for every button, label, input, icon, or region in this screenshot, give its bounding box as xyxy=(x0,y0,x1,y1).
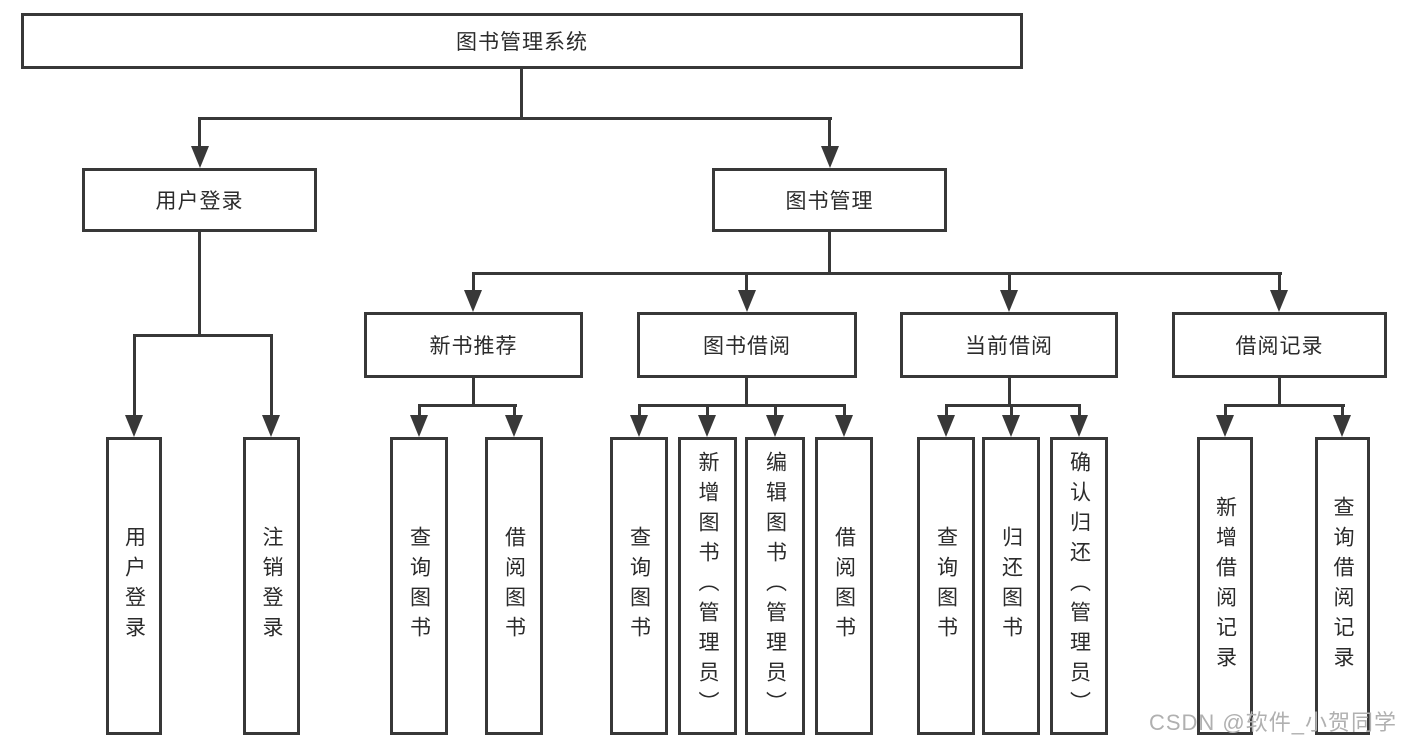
leaf-label: 借阅图书 xyxy=(832,526,856,646)
connector-line xyxy=(1008,272,1011,292)
arrow-down-icon xyxy=(1216,415,1234,437)
leaf-label: 借阅图书 xyxy=(502,526,526,646)
connector-line xyxy=(199,117,832,120)
csdn-watermark: CSDN @软件_小贺同学 xyxy=(1148,710,1397,735)
leaf-current-query-books: 查询图书 xyxy=(917,437,975,735)
arrow-down-icon xyxy=(191,146,209,168)
leaf-label: 查询图书 xyxy=(934,526,958,646)
connector-line xyxy=(1278,378,1281,406)
arrow-down-icon xyxy=(937,415,955,437)
leaf-label: 新增图书（管理员） xyxy=(696,451,719,721)
connector-line xyxy=(198,117,201,148)
arrow-down-icon xyxy=(1270,290,1288,312)
connector-line xyxy=(472,378,475,406)
leaf-borrow-query-books: 查询图书 xyxy=(610,437,668,735)
arrow-down-icon xyxy=(125,415,143,437)
connector-line xyxy=(638,404,846,407)
leaf-current-return-books: 归还图书 xyxy=(982,437,1040,735)
connector-line xyxy=(843,404,846,417)
leaf-borrow-borrow-books: 借阅图书 xyxy=(815,437,873,735)
leaf-label: 归还图书 xyxy=(999,526,1023,646)
leaf-newbook-borrow-books: 借阅图书 xyxy=(485,437,543,735)
leaf-label: 查询图书 xyxy=(407,526,431,646)
connector-line xyxy=(472,272,475,292)
connector-line xyxy=(1008,378,1011,406)
arrow-down-icon xyxy=(262,415,280,437)
arrow-down-icon xyxy=(1002,415,1020,437)
arrow-down-icon xyxy=(821,146,839,168)
arrow-down-icon xyxy=(464,290,482,312)
connector-line xyxy=(1224,404,1227,417)
connector-line xyxy=(1278,272,1281,292)
connector-line xyxy=(745,378,748,406)
connector-line xyxy=(418,404,421,417)
leaf-borrow-add-books-admin: 新增图书（管理员） xyxy=(678,437,737,735)
leaf-borrow-edit-books-admin: 编辑图书（管理员） xyxy=(745,437,805,735)
arrow-down-icon xyxy=(698,415,716,437)
arrow-down-icon xyxy=(1333,415,1351,437)
leaf-logout: 注销登录 xyxy=(243,437,300,735)
arrow-down-icon xyxy=(1070,415,1088,437)
connector-line xyxy=(1341,404,1344,417)
connector-line xyxy=(945,404,948,417)
connector-line xyxy=(945,404,1081,407)
arrow-down-icon xyxy=(505,415,523,437)
leaf-user-login: 用户登录 xyxy=(106,437,162,735)
leaf-current-confirm-return-admin: 确认归还（管理员） xyxy=(1050,437,1108,735)
node-current-borrow: 当前借阅 xyxy=(900,312,1118,378)
connector-line xyxy=(745,272,748,292)
connector-line xyxy=(1224,404,1345,407)
connector-line xyxy=(1010,404,1013,417)
connector-line xyxy=(270,334,273,417)
leaf-label: 确认归还（管理员） xyxy=(1067,451,1091,721)
leaf-label: 查询图书 xyxy=(627,526,651,646)
connector-line xyxy=(774,404,777,417)
arrow-down-icon xyxy=(410,415,428,437)
node-root: 图书管理系统 xyxy=(21,13,1023,69)
node-borrow-records: 借阅记录 xyxy=(1172,312,1387,378)
connector-line xyxy=(472,272,1282,275)
node-new-book-recommend: 新书推荐 xyxy=(364,312,583,378)
arrow-down-icon xyxy=(738,290,756,312)
connector-line xyxy=(520,69,523,118)
connector-line xyxy=(418,404,517,407)
leaf-newbook-query-books: 查询图书 xyxy=(390,437,448,735)
node-book-management: 图书管理 xyxy=(712,168,947,232)
connector-line xyxy=(133,334,273,337)
leaf-label: 编辑图书（管理员） xyxy=(763,451,787,721)
connector-line xyxy=(1078,404,1081,417)
arrow-down-icon xyxy=(766,415,784,437)
leaf-label: 用户登录 xyxy=(122,526,146,646)
node-book-borrow: 图书借阅 xyxy=(637,312,857,378)
arrow-down-icon xyxy=(630,415,648,437)
leaf-records-query-record: 查询借阅记录 xyxy=(1315,437,1370,735)
leaf-records-add-record: 新增借阅记录 xyxy=(1197,437,1253,735)
node-user-login: 用户登录 xyxy=(82,168,317,232)
connector-line xyxy=(513,404,516,417)
arrow-down-icon xyxy=(835,415,853,437)
arrow-down-icon xyxy=(1000,290,1018,312)
connector-line xyxy=(828,117,831,148)
connector-line xyxy=(706,404,709,417)
leaf-label: 新增借阅记录 xyxy=(1213,496,1237,676)
connector-line xyxy=(828,232,831,274)
leaf-label: 查询借阅记录 xyxy=(1331,496,1354,676)
leaf-label: 注销登录 xyxy=(260,526,283,646)
connector-line xyxy=(133,334,136,417)
connector-line xyxy=(198,232,201,336)
connector-line xyxy=(638,404,641,417)
